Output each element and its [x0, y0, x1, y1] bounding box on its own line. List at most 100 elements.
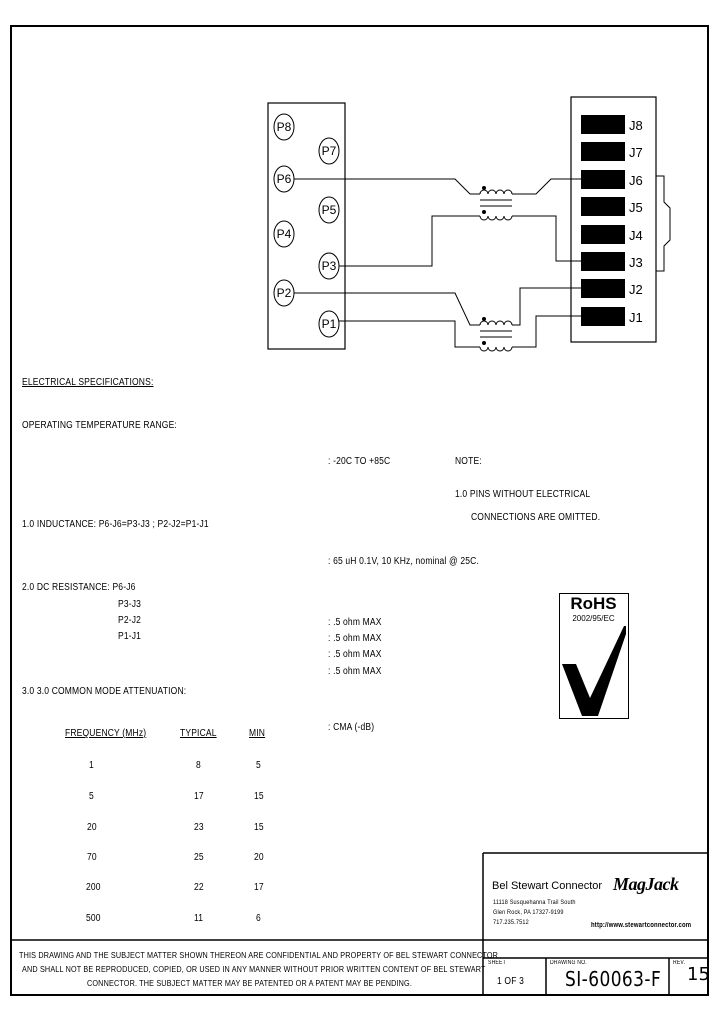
choke-lower-coil-a: [479, 320, 513, 326]
dcr-label: 2.0 DC RESISTANCE: P6-J6: [22, 582, 136, 593]
drawing-frame: [10, 25, 709, 996]
wiring: [294, 178, 581, 348]
pin-label-p8: P8: [277, 120, 292, 134]
pin-label-p3: P3: [322, 259, 337, 273]
pin-label-j3: J3: [629, 255, 643, 270]
pin-label-j7: J7: [629, 145, 643, 160]
dcr-pair-3: P1-J1: [118, 631, 142, 642]
table-header-frequency: FREQUENCY (MHz): [65, 728, 147, 739]
choke-upper-coil-b: [479, 215, 513, 221]
rohs-title: RoHS: [570, 594, 617, 613]
dcr-value-1: : .5 ohm MAX: [328, 617, 382, 628]
rohs-directive: 2002/95/EC: [572, 614, 615, 623]
pin-label-j1: J1: [629, 310, 643, 325]
contact-j6: [581, 170, 625, 189]
table-header-min: MIN: [249, 728, 266, 739]
contact-j1: [581, 307, 625, 326]
dcr-value-2: : .5 ohm MAX: [328, 633, 382, 644]
pin-label-j2: J2: [629, 282, 643, 297]
title-block-lines: [10, 852, 709, 996]
sheet-value: 1 OF 3: [497, 976, 525, 987]
dcr-value-4: : .5 ohm MAX: [328, 666, 382, 677]
pin-label-j4: J4: [629, 228, 643, 243]
checkmark-icon: [562, 626, 626, 716]
pin-label-p1: P1: [322, 317, 337, 331]
contact-j3: [581, 252, 625, 271]
company-address-1: 11118 Susquehanna Trail South: [493, 899, 576, 906]
pin-label-p4: P4: [277, 227, 292, 241]
note-line-2: CONNECTIONS ARE OMITTED.: [471, 512, 601, 523]
company-website: http://www.stewartconnector.com: [591, 922, 692, 929]
revision-label: REV.: [673, 960, 686, 966]
company-phone: 717.235.7512: [493, 919, 529, 926]
table-cell: 5: [89, 791, 94, 802]
pin-p4: [273, 220, 295, 248]
table-cell: 8: [196, 760, 201, 771]
choke-lower-coil-b: [479, 346, 513, 352]
disclaimer-line-1: THIS DRAWING AND THE SUBJECT MATTER SHOW…: [19, 950, 499, 960]
op-temp-label: OPERATING TEMPERATURE RANGE:: [22, 420, 177, 431]
company-address-2: Glen Rock, PA 17327-9199: [493, 909, 564, 916]
j-connector-latch: [656, 175, 671, 272]
pin-label-j5: J5: [629, 200, 643, 215]
pin-p7: [318, 137, 340, 165]
contact-j4: [581, 225, 625, 244]
table-cell: 15: [254, 791, 264, 802]
pin-label-j6: J6: [629, 173, 643, 188]
table-cell: 20: [254, 852, 264, 863]
common-mode-chokes: [479, 186, 513, 352]
table-cell: 22: [194, 882, 204, 893]
inductance-value: : 65 uH 0.1V, 10 KHz, nominal @ 25C.: [328, 556, 479, 567]
drawing-number: SI-60063-F: [565, 967, 662, 991]
contact-j7: [581, 142, 625, 161]
inductance-label: 1.0 INDUCTANCE: P6-J6=P3-J3 ; P2-J2=P1-J…: [22, 519, 209, 530]
table-cell: 17: [194, 791, 204, 802]
op-temp-value: : -20C TO +85C: [328, 456, 391, 467]
pin-label-p7: P7: [322, 144, 337, 158]
sheet-label: SHEET: [488, 960, 506, 966]
p-connector-body: [267, 102, 346, 350]
cma-label: 3.0 3.0 COMMON MODE ATTENUATION:: [22, 686, 187, 697]
pin-p1: [318, 310, 340, 338]
table-cell: 20: [87, 822, 97, 833]
dcr-pair-1: P3-J3: [118, 599, 142, 610]
j-contacts: [581, 115, 625, 326]
pin-p5: [318, 196, 340, 224]
pin-label-p2: P2: [277, 286, 292, 300]
contact-j2: [581, 279, 625, 298]
choke-upper-coil-a: [479, 189, 513, 195]
pin-label-p5: P5: [322, 203, 337, 217]
table-cell: 15: [254, 822, 264, 833]
table-cell: 11: [194, 913, 204, 924]
magjack-logo: MagJack: [613, 874, 679, 894]
j-pin-labels: J8 J7 J6 J5 J4 J3 J2 J1: [629, 118, 643, 325]
disclaimer-line-3: CONNECTOR. THE SUBJECT MATTER MAY BE PAT…: [87, 978, 413, 988]
contact-j5: [581, 197, 625, 216]
pin-label-j8: J8: [629, 118, 643, 133]
cma-value: : CMA (-dB): [328, 722, 375, 733]
table-cell: 500: [86, 913, 101, 924]
j-connector-body: [570, 96, 657, 343]
pin-p8: [273, 113, 295, 141]
table-cell: 6: [256, 913, 261, 924]
table-cell: 25: [194, 852, 204, 863]
specs-heading: ELECTRICAL SPECIFICATIONS:: [22, 377, 154, 388]
table-cell: 1: [89, 760, 94, 771]
contact-j8: [581, 115, 625, 134]
p-pin-labels: P8 P7 P6 P5 P4 P3 P2 P1: [277, 120, 337, 331]
rohs-logo: RoHS 2002/95/EC: [559, 593, 629, 719]
table-header-typical: TYPICAL: [180, 728, 217, 739]
revision-number: 15: [687, 964, 710, 985]
dcr-pair-2: P2-J2: [118, 615, 142, 626]
disclaimer-line-2: AND SHALL NOT BE REPRODUCED, COPIED, OR …: [22, 964, 486, 974]
company-name: Bel Stewart Connector: [492, 880, 603, 892]
drawing-number-label: DRAWING NO.: [550, 960, 587, 966]
table-cell: 70: [87, 852, 97, 863]
table-cell: 5: [256, 760, 261, 771]
table-cell: 23: [194, 822, 204, 833]
table-cell: 200: [86, 882, 101, 893]
dcr-value-3: : .5 ohm MAX: [328, 649, 382, 660]
pin-label-p6: P6: [277, 172, 292, 186]
note-label: NOTE:: [455, 456, 482, 467]
